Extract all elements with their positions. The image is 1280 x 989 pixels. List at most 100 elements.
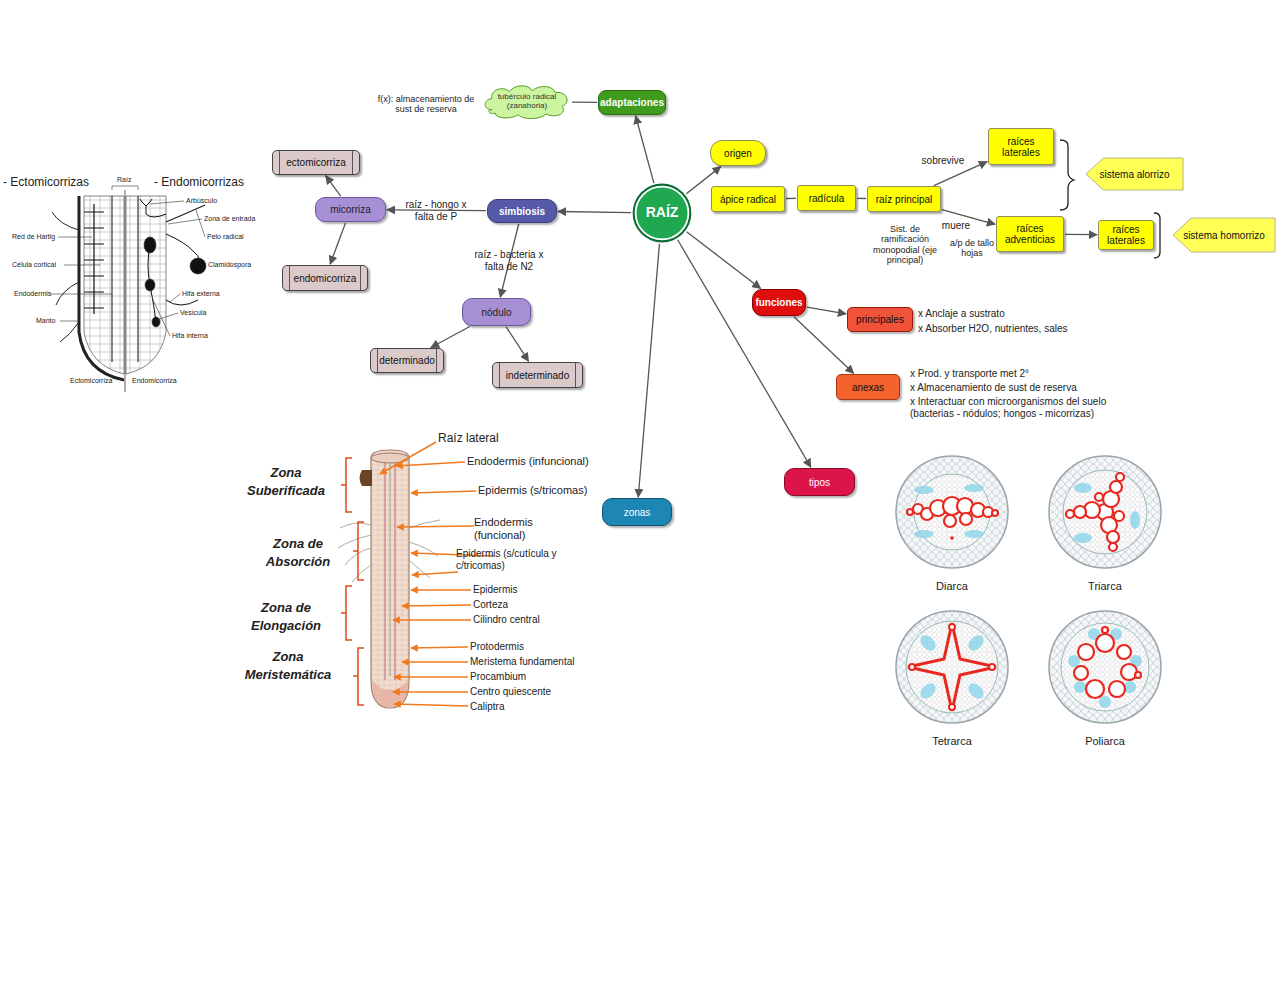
list-item: x Anclaje a sustrato	[918, 308, 1005, 320]
note-text: f(x): almacenamiento de sust de reserva	[370, 94, 482, 115]
node-text: raíces laterales	[1099, 224, 1153, 246]
concept-box: raíces laterales	[988, 128, 1054, 165]
arrow-box: sistema homorrizo	[1173, 218, 1275, 252]
figure-label: Centro quiescente	[470, 686, 551, 698]
concept-box: adaptaciones	[598, 90, 666, 115]
section-label: Poliarca	[1065, 735, 1145, 748]
subconcept-box: indeterminado	[492, 362, 583, 388]
connector-arrow	[807, 307, 846, 314]
connector-arrow	[326, 176, 341, 196]
edge-label: raíz - hongo x falta de P	[398, 199, 474, 222]
connector-arrow	[678, 240, 811, 467]
figure-label: Epidermis	[473, 584, 517, 596]
figure-label: Raíz	[117, 176, 131, 184]
connector-arrow	[636, 116, 654, 183]
concept-box: raíces adventicias	[996, 216, 1064, 252]
concept-box: raíz principal	[867, 186, 941, 212]
concept-box: zonas	[602, 498, 672, 526]
connector-arrow	[506, 327, 528, 361]
node-text: funciones	[752, 297, 805, 308]
figure-label: Arbúsculo	[186, 197, 217, 205]
tetrarch-section	[896, 611, 1008, 723]
node-text: indeterminado	[503, 370, 572, 381]
subconcept-box: determinado	[370, 348, 444, 373]
diarch-section	[896, 456, 1008, 568]
note-text: a/p de tallo hojas	[944, 238, 1000, 259]
concept-box: micorriza	[315, 197, 386, 222]
edge-label: raíz - bacteria x falta de N2	[468, 249, 550, 272]
connector-arrow	[572, 102, 597, 103]
section-label: Triarca	[1065, 580, 1145, 593]
node-text: nódulo	[478, 307, 514, 318]
concept-box: simbiosis	[487, 199, 557, 223]
concept-box: raíces laterales	[1098, 220, 1154, 250]
concept-box: origen	[710, 140, 766, 166]
figure-label: Endomicorriza	[132, 377, 177, 385]
node-text: raíces laterales	[989, 136, 1053, 158]
node-text: tipos	[806, 477, 833, 488]
figure-label: Zona de entrada	[204, 215, 255, 223]
central-circle: RAÍZ	[632, 183, 692, 243]
connector-arrow	[786, 198, 796, 199]
polyarch-section	[1049, 611, 1161, 723]
node-text: simbiosis	[496, 206, 548, 217]
connector-arrow	[638, 244, 659, 497]
node-text: raíz principal	[873, 194, 936, 205]
figure-label: Procambium	[470, 671, 526, 683]
figure-label: Caliptra	[470, 701, 504, 713]
node-text: anexas	[849, 382, 887, 393]
concept-box: anexas	[836, 374, 900, 400]
figure-label: Endodermis (funcional)	[474, 516, 554, 541]
figure-label: Epidermis (s/cutícula y c/tricomas)	[456, 548, 576, 571]
figure-label: Endodermis (infuncional)	[467, 455, 589, 468]
node-text: principales	[853, 314, 907, 325]
node-text: endomicorriza	[291, 273, 360, 284]
node-text: adaptaciones	[597, 97, 667, 108]
edge-label: muere	[936, 220, 976, 232]
figure-label: Hifa externa	[182, 290, 220, 298]
concept-box: nódulo	[462, 298, 531, 326]
cloud-box: tubérculo radical (zanahoria)	[483, 84, 571, 120]
connector-arrow	[330, 223, 345, 264]
list-item: x Absorber H2O, nutrientes, sales	[918, 323, 1068, 335]
node-text: micorriza	[327, 204, 374, 215]
edge-label: sobrevive	[918, 155, 968, 167]
concept-box: funciones	[752, 289, 806, 316]
node-text: raíces adventicias	[997, 223, 1063, 245]
node-text: origen	[721, 148, 755, 159]
figure-label: Cilindro central	[473, 614, 540, 626]
connector-arrow	[794, 317, 854, 374]
arrow-box: sistema alorrizo	[1086, 158, 1183, 190]
figure-label: Raíz lateral	[438, 432, 499, 446]
note-text: Sist. de ramificación monopodial (eje pr…	[870, 224, 940, 265]
figure-label: Meristema fundamental	[470, 656, 575, 668]
list-item: x Almacenamiento de sust de reserva	[910, 382, 1077, 394]
list-item: x Prod. y transporte met 2°	[910, 368, 1029, 380]
figure-label: Pelo radical	[207, 233, 244, 241]
node-text: sistema alorrizo	[1096, 169, 1172, 180]
figure-title: - Ectomicorrizas	[3, 176, 89, 190]
concept-box: radícula	[797, 185, 856, 211]
subconcept-box: ectomicorriza	[272, 150, 360, 175]
figure-label: Ectomicorriza	[70, 377, 112, 385]
section-label: Diarca	[912, 580, 992, 593]
figure-label: Clamidospora	[208, 261, 251, 269]
zone-label: Zona de Absorción	[248, 535, 348, 571]
connector-arrow	[1065, 234, 1097, 236]
section-label: Tetrarca	[912, 735, 992, 748]
concept-box: principales	[847, 307, 913, 332]
figure-label: Protodermis	[470, 641, 524, 653]
list-item: x Interactuar con microorganismos del su…	[910, 396, 1135, 419]
concept-box: tipos	[784, 468, 855, 496]
figure-label: Endodermis	[14, 290, 51, 298]
connector-arrow	[857, 198, 866, 199]
node-text: tubérculo radical (zanahoria)	[483, 93, 571, 111]
figure-label: Manto	[36, 317, 55, 325]
figure-label: Corteza	[473, 599, 508, 611]
figure-title: - Endomicorrizas	[154, 176, 244, 190]
figure-label: Vesícula	[180, 309, 206, 317]
zone-label: Zona Suberificada	[236, 464, 336, 500]
node-text: zonas	[621, 507, 654, 518]
